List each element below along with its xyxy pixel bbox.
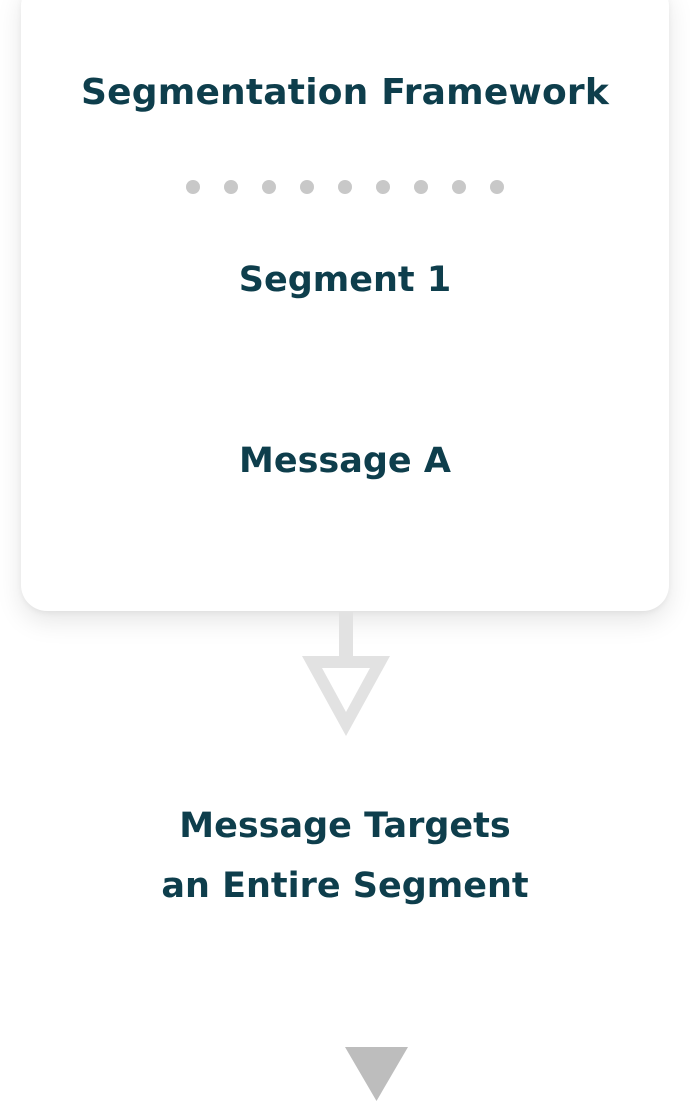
- result-text: Message Targets an Entire Segment: [0, 796, 690, 916]
- solid-down-triangle-icon: [345, 1047, 408, 1101]
- segment-label: Segment 1: [238, 260, 452, 300]
- separator-dot: [186, 180, 200, 194]
- message-label: Message A: [239, 441, 451, 481]
- result-line-1: Message Targets: [179, 806, 511, 846]
- separator-dot: [490, 180, 504, 194]
- hollow-down-arrow-icon: [302, 612, 390, 736]
- separator-dot: [338, 180, 352, 194]
- separator-dot: [300, 180, 314, 194]
- segment-card: [21, 0, 669, 611]
- diagram-title: Segmentation Framework: [81, 72, 609, 113]
- separator-dot: [262, 180, 276, 194]
- separator-dot: [452, 180, 466, 194]
- dot-separator: [0, 180, 690, 194]
- separator-dot: [376, 180, 390, 194]
- separator-dot: [224, 180, 238, 194]
- separator-dot: [414, 180, 428, 194]
- result-line-2: an Entire Segment: [161, 866, 529, 906]
